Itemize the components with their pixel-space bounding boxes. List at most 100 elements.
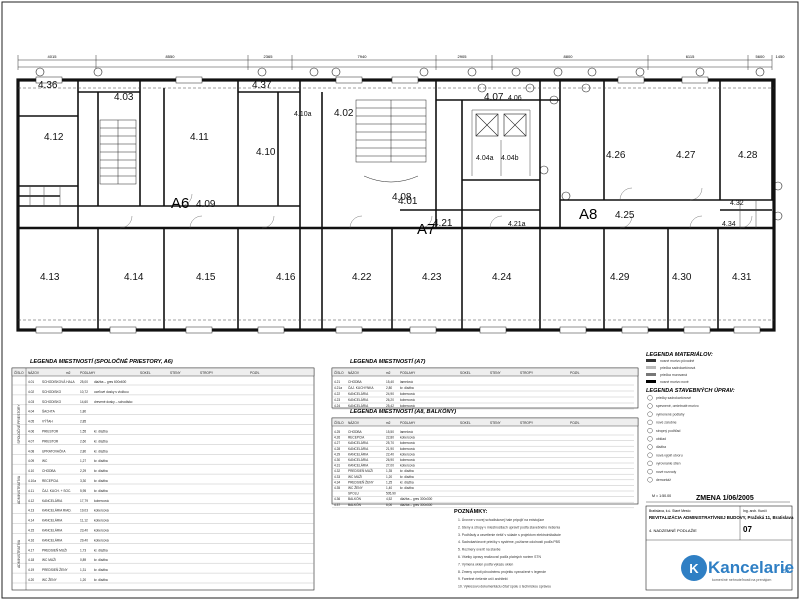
- table-cell: 2,29: [80, 469, 86, 473]
- table-header: SOKEL: [140, 371, 151, 375]
- work-number-marker: [647, 428, 653, 434]
- room-label: 4.07: [484, 92, 504, 103]
- room-label: 4.10: [256, 147, 276, 158]
- watermark-tagline: komerčné nehnuteľnosti na prenájom: [712, 578, 771, 582]
- table-cell: 4.30: [334, 458, 340, 462]
- table-cell: 4.07: [28, 439, 34, 443]
- table-cell: 4.12: [28, 499, 34, 503]
- work-item: nové zárubne: [656, 421, 677, 425]
- room-label: 4.13: [40, 272, 60, 283]
- table-cell: PRIESTOR: [42, 439, 59, 443]
- table-cell: 4.34: [334, 480, 340, 484]
- notes-title: POZNÁMKY:: [454, 508, 488, 515]
- zone-label-a8: A8: [579, 206, 597, 223]
- staircase-a6: [99, 119, 137, 185]
- partitions: [18, 87, 774, 321]
- table-cell: KANCELÁRIA: [348, 458, 369, 462]
- table-cell: SCHODISKOVÁ HALA: [42, 380, 75, 384]
- zone-labels: A6 A7 A8: [171, 195, 597, 238]
- table-cell: 11,12: [80, 519, 88, 523]
- work-item: vymenené podlahy: [656, 412, 685, 416]
- table-cell: 4.13: [28, 509, 34, 513]
- table-cell: 1,73: [80, 548, 86, 552]
- notes-block: POZNÁMKY: 1. Úrovne v novej schodiskovej…: [454, 508, 561, 589]
- work-item: spevnené, omietnuté murivo: [656, 404, 699, 408]
- work-item: nová výplň otvoru: [656, 453, 683, 457]
- table-cell: WC ŽENY: [348, 485, 364, 490]
- note-line: 10. Výkresovú dokumentáciu čítať spolu s…: [458, 585, 551, 589]
- table-cell: BALKÓN: [348, 502, 362, 507]
- table-cell: KANCELÁRIA RIAD.: [42, 509, 72, 513]
- room-label: 4.29: [610, 272, 630, 283]
- watermark-logo-icon: K: [689, 561, 699, 576]
- table-cell: 10,72: [80, 390, 88, 394]
- table-cell: 22,40: [386, 452, 394, 456]
- room-label: 4.28: [738, 150, 758, 161]
- table-cell: kr. dlažba: [400, 386, 414, 390]
- table-cell: 505,90: [386, 492, 396, 496]
- table-cell: CHODBA: [348, 380, 363, 384]
- door-swings: [119, 187, 753, 229]
- table-header: POZN.: [250, 371, 260, 375]
- dimension-label: 4015: [48, 54, 58, 59]
- table-cell: PREDSIEŇ MUŽI: [42, 547, 67, 552]
- room-label: 4.27: [676, 150, 696, 161]
- table-cell: SCHODISKO: [42, 390, 62, 394]
- table-cell: kr. dlažba: [400, 475, 414, 479]
- table-cell: PREDSIEŇ ŽENY: [42, 567, 69, 572]
- room-label: 4.06: [508, 95, 522, 102]
- table-cell: 4.01: [28, 380, 34, 384]
- table-cell: 4.21a: [334, 386, 342, 390]
- table-cell: 24,90: [386, 392, 394, 396]
- table-cell: 4.35: [334, 486, 340, 490]
- table-cell: kr. dlažba: [94, 578, 108, 582]
- work-item: priečky sadrokartónové: [656, 396, 691, 400]
- top-dimension-chain: [17, 55, 773, 70]
- room-label: 4.34: [722, 221, 736, 228]
- table-header: STROPY: [520, 421, 534, 425]
- table-cell: ČAJ. KUCHYNKA: [348, 385, 374, 390]
- table-cell: 4.31: [334, 464, 340, 468]
- table-cell: 29,40: [80, 538, 88, 542]
- table-cell: kobercová: [400, 464, 415, 468]
- legend-a6-group-3: ADMINISTRATÍVA: [17, 539, 21, 568]
- material-item: nosné murivo pôvodné: [660, 359, 694, 363]
- table-cell: kr. dlažba: [94, 459, 108, 463]
- table-cell: 4.27: [334, 441, 340, 445]
- table-cell: 25,00: [80, 380, 88, 384]
- table-header: ČÍSLO: [334, 420, 344, 425]
- table-header: NÁZOV: [348, 421, 360, 425]
- legend-a6-group-1: SPOLOČNÉ PRIESTORY: [16, 404, 21, 444]
- work-item: nové rozvody: [656, 470, 676, 474]
- table-header: STROPY: [200, 371, 214, 375]
- table-cell: 1,25: [386, 480, 392, 484]
- table-cell: kobercová: [400, 404, 415, 408]
- room-label: 4.11: [190, 132, 209, 143]
- work-item: vyrovnanie stien: [656, 462, 681, 466]
- room-label: 4.12: [44, 132, 64, 143]
- table-cell: 1,20: [80, 578, 86, 582]
- table-cell: 4.33: [334, 475, 340, 479]
- table-cell: kr. dlažba: [94, 469, 108, 473]
- table-cell: kobercová: [94, 538, 109, 542]
- note-line: 3. Podhľady a osvetlenie riešiť v súlade…: [458, 533, 561, 537]
- table-cell: kr. dlažba: [94, 479, 108, 483]
- table-header: ČÍSLO: [334, 370, 344, 375]
- table-cell: PREDSIEŇ ŽENY: [348, 479, 375, 484]
- dimension-label: 6115: [686, 54, 695, 59]
- note-line: 6. Všetky úpravy realizovať podľa platný…: [458, 555, 541, 559]
- note-line: 8. Zmeny oproti pôvodnému projektu vyzna…: [458, 570, 546, 574]
- table-cell: kobercová: [400, 398, 415, 402]
- table-header: PODLAHY: [400, 371, 416, 375]
- table-header: NÁZOV: [348, 371, 360, 375]
- room-label: 4.03: [114, 92, 134, 103]
- work-number-marker: [647, 436, 653, 442]
- table-cell: WC: [42, 459, 48, 463]
- table-cell: 4.37: [334, 503, 340, 507]
